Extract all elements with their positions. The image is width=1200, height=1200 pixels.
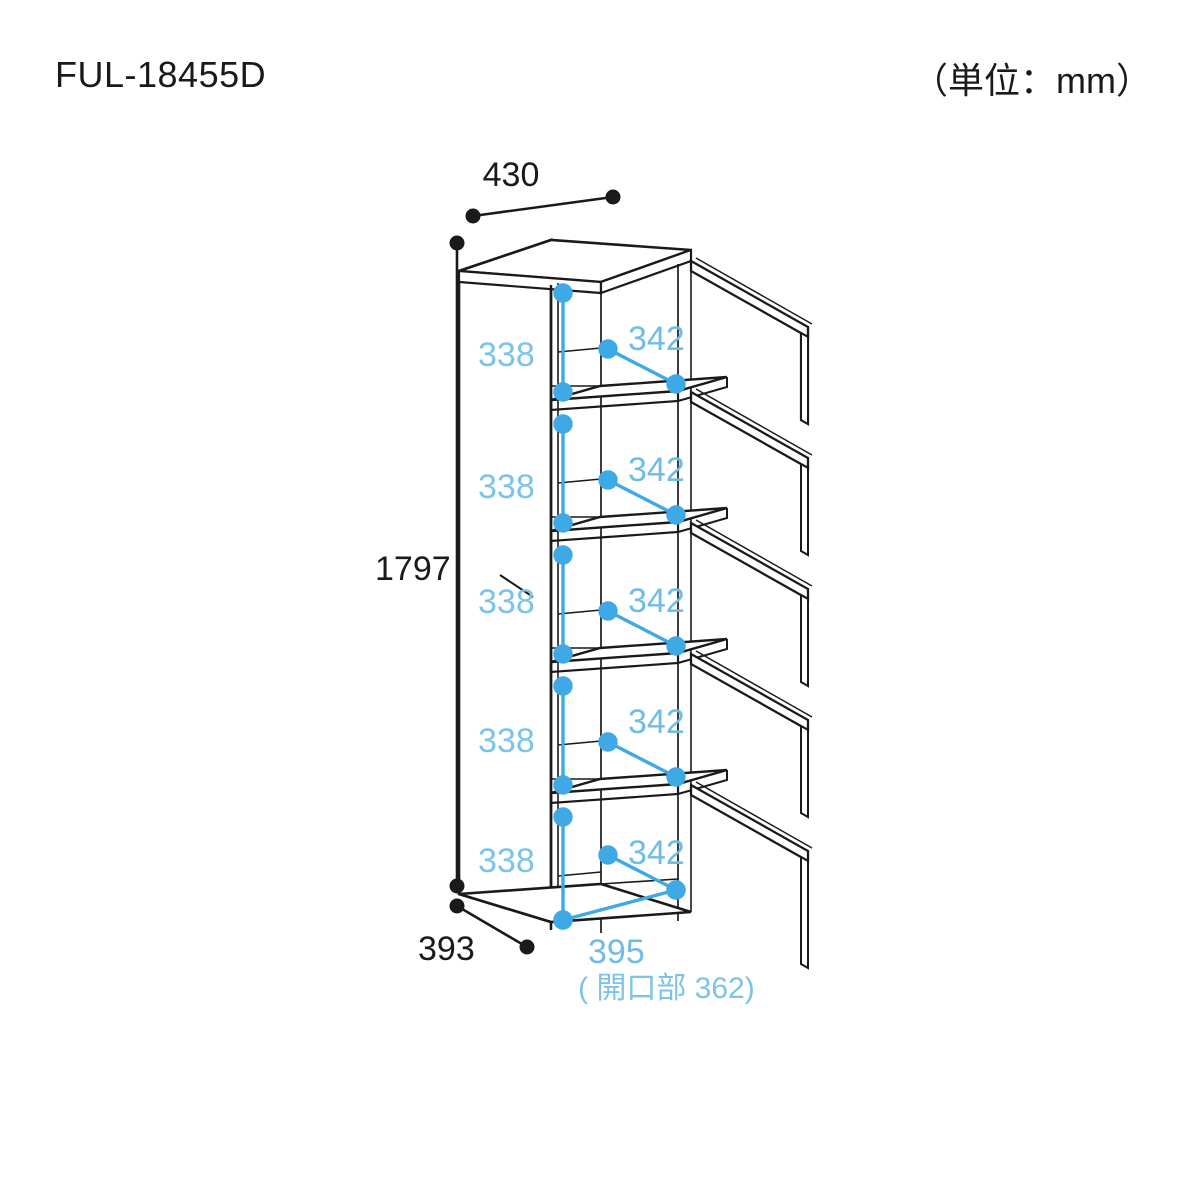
label-shelf-depth: 342	[628, 582, 685, 620]
leader-tick	[499, 574, 534, 598]
label-shelf-depth: 342	[628, 320, 685, 358]
shelf-depth-marker	[598, 601, 686, 656]
dim-line-depth	[456, 904, 528, 949]
door-panel	[689, 650, 813, 819]
shelf-height-marker	[553, 676, 573, 795]
shelf-depth-marker	[598, 339, 686, 394]
shelf-front-edge	[549, 784, 680, 805]
label-shelf-depth: 342	[628, 834, 685, 872]
dim-line-width	[472, 195, 614, 218]
dim-endpoint-dot	[605, 189, 621, 205]
compartment-back-line	[557, 871, 602, 877]
page-title: FUL-18455D	[55, 54, 267, 95]
dimension-labels: 430 1797 393 338 338 338 338 338 342 342…	[375, 156, 755, 1005]
label-shelf-height: 338	[478, 336, 535, 374]
shelf-height-marker	[553, 545, 573, 664]
shelf-height-marker	[553, 414, 573, 533]
door-panel	[689, 388, 813, 557]
door-panel	[689, 257, 813, 426]
bottom-panel-front-edge	[458, 892, 553, 930]
compartment-back-line	[557, 478, 602, 484]
dim-endpoint-dot	[449, 878, 465, 894]
shelf-front-edge	[549, 653, 680, 674]
label-shelf-depth: 342	[628, 451, 685, 489]
compartment-bottom-back-line	[600, 878, 679, 885]
door-panel	[689, 781, 813, 970]
label-height-1797: 1797	[375, 550, 451, 588]
compartment-back-line	[557, 609, 602, 615]
compartment-back-line	[557, 347, 602, 353]
shelf-front-edge	[549, 522, 680, 543]
internal-dimension-lines	[553, 283, 686, 930]
door-group	[689, 257, 813, 970]
leader-lines	[499, 574, 534, 598]
label-shelf-height: 338	[478, 583, 535, 621]
label-shelf-height: 338	[478, 722, 535, 760]
label-shelf-height: 338	[478, 842, 535, 880]
dim-endpoint-dot	[465, 208, 481, 224]
door-panel	[689, 519, 813, 688]
dim-endpoint-dot	[449, 235, 465, 251]
label-shelf-height: 338	[478, 468, 535, 506]
shelf-depth-marker	[598, 470, 686, 525]
shelf-height-marker	[553, 283, 573, 402]
label-depth-393: 393	[418, 930, 475, 968]
label-inner-width-395: 395	[588, 933, 645, 971]
label-width-430: 430	[483, 156, 540, 194]
label-shelf-depth: 342	[628, 703, 685, 741]
compartment-back-line	[557, 740, 602, 746]
overall-dimension-lines	[449, 189, 621, 955]
cabinet-body	[457, 238, 693, 933]
shelf-front-edge	[549, 391, 680, 412]
shelf-depth-marker	[598, 732, 686, 787]
unit-note: （単位：mm）	[912, 60, 1152, 101]
label-opening-note: ( 開口部 362)	[578, 972, 755, 1005]
inner-width-marker	[553, 880, 686, 930]
dim-endpoint-dot	[519, 939, 535, 955]
dim-endpoint-dot	[449, 898, 465, 914]
